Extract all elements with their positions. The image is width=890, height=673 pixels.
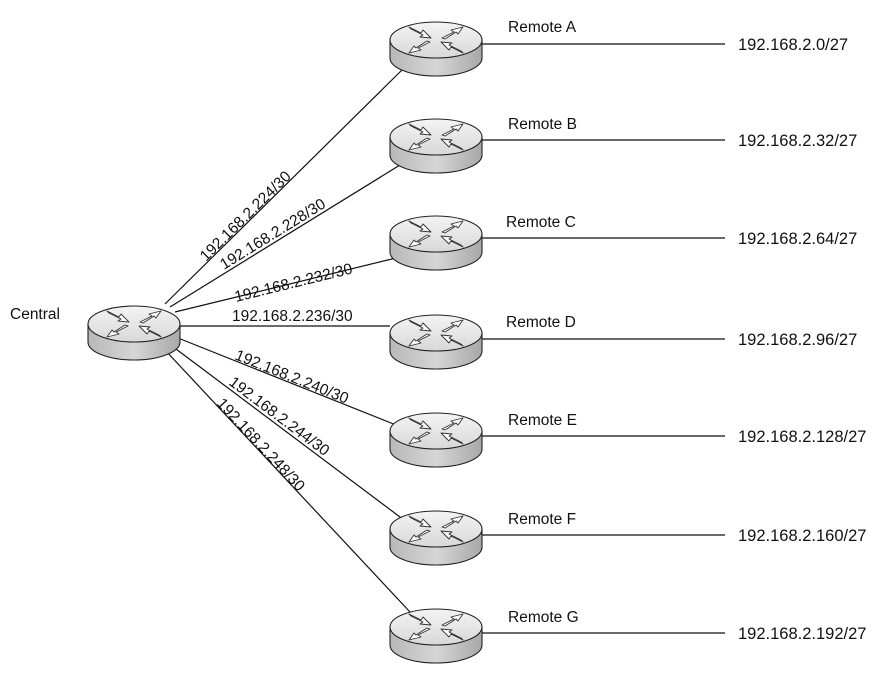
remote-e-label: Remote E: [508, 412, 577, 429]
remote-a-label: Remote A: [508, 19, 577, 36]
central-label: Central: [10, 306, 60, 323]
remote-e-router-icon: [389, 412, 483, 468]
remote-f-router-icon: [389, 510, 483, 566]
remote-g-router-icon: [389, 608, 483, 664]
central-router-icon: [87, 305, 181, 361]
remote-f-label: Remote F: [508, 511, 576, 528]
remote-a-router-icon: [389, 21, 483, 77]
lan-subnet-f: 192.168.2.160/27: [738, 527, 866, 545]
remote-d-router-icon: [389, 314, 483, 370]
lan-subnet-g: 192.168.2.192/27: [738, 625, 866, 643]
lan-subnet-d: 192.168.2.96/27: [738, 331, 857, 349]
wan-link-e: [177, 337, 397, 426]
lan-subnet-e: 192.168.2.128/27: [738, 428, 866, 446]
lan-subnet-b: 192.168.2.32/27: [738, 132, 857, 150]
lan-links: [480, 43, 725, 634]
remote-c-label: Remote C: [506, 214, 576, 231]
wan-link-f: [171, 345, 405, 521]
lan-subnet-c: 192.168.2.64/27: [738, 230, 857, 248]
wan-link-b: [169, 164, 401, 308]
wan-link-c: [174, 257, 397, 313]
remote-b-router-icon: [389, 118, 483, 174]
remote-b-label: Remote B: [508, 116, 577, 133]
wan-links: [164, 67, 411, 613]
remote-d-label: Remote D: [506, 314, 576, 331]
remote-g-label: Remote G: [508, 609, 579, 626]
wan-subnet-c: 192.168.2.232/30: [233, 261, 355, 306]
remote-c-router-icon: [389, 215, 483, 271]
lan-subnet-a: 192.168.2.0/27: [738, 36, 848, 54]
wan-link-a: [164, 67, 405, 305]
wan-subnet-d: 192.168.2.236/30: [232, 308, 353, 325]
wan-link-g: [164, 349, 411, 613]
